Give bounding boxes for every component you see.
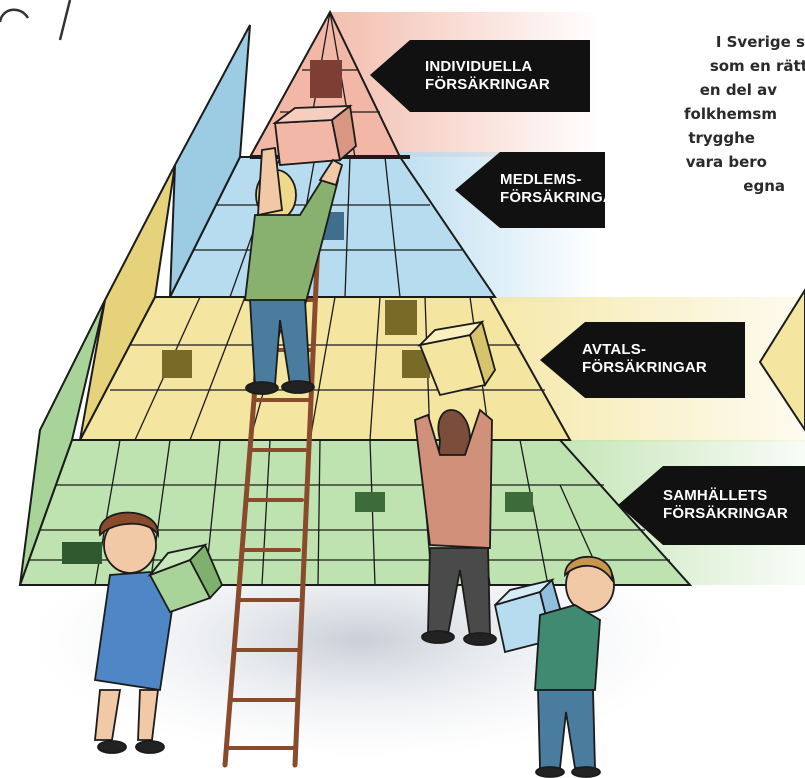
label-individual-line2: FÖRSÄKRINGAR	[425, 76, 550, 93]
person-middle	[414, 320, 497, 646]
side-line: en del av	[699, 81, 777, 99]
label-society: SAMHÄLLETS FÖRSÄKRINGAR	[663, 487, 788, 523]
label-member: MEDLEMS- FÖRSÄKRINGAR	[500, 171, 625, 207]
tier-member-side	[169, 24, 251, 298]
label-society-line1: SAMHÄLLETS	[663, 487, 768, 504]
recess	[162, 350, 192, 378]
recess	[310, 60, 342, 98]
label-agreement: AVTALS- FÖRSÄKRINGAR	[582, 341, 707, 377]
label-member-line2: FÖRSÄKRINGAR	[500, 189, 625, 206]
recess	[385, 300, 417, 335]
side-line: som en rätti	[709, 57, 805, 75]
arrow-member	[455, 152, 605, 228]
side-line: egna	[743, 177, 785, 195]
partial-glyph	[0, 0, 72, 41]
side-line: vara bero	[685, 153, 767, 171]
label-individual: INDIVIDUELLA FÖRSÄKRINGAR	[425, 58, 550, 94]
side-line: trygghe	[688, 129, 755, 147]
recess	[62, 542, 102, 564]
label-agreement-line1: AVTALS-	[582, 341, 647, 358]
label-society-line2: FÖRSÄKRINGAR	[663, 505, 788, 522]
side-line: I Sverige s	[715, 33, 805, 51]
tier-agreement	[78, 296, 572, 441]
label-individual-line1: INDIVIDUELLA	[425, 58, 533, 75]
recess	[355, 492, 385, 512]
yellow-diamond	[758, 288, 805, 432]
person-woman	[93, 511, 224, 754]
arrow-agreement	[540, 322, 745, 398]
person-on-ladder	[243, 104, 357, 395]
arrow-individual	[370, 40, 590, 112]
label-agreement-line2: FÖRSÄKRINGAR	[582, 359, 707, 376]
recess	[505, 492, 533, 512]
arrow-society	[618, 466, 805, 545]
label-member-line1: MEDLEMS-	[500, 171, 582, 188]
side-paragraph: I Sverige s som en rätti en del av folkh…	[615, 30, 805, 198]
person-boy	[493, 555, 615, 778]
side-line: folkhemsm	[684, 105, 777, 123]
